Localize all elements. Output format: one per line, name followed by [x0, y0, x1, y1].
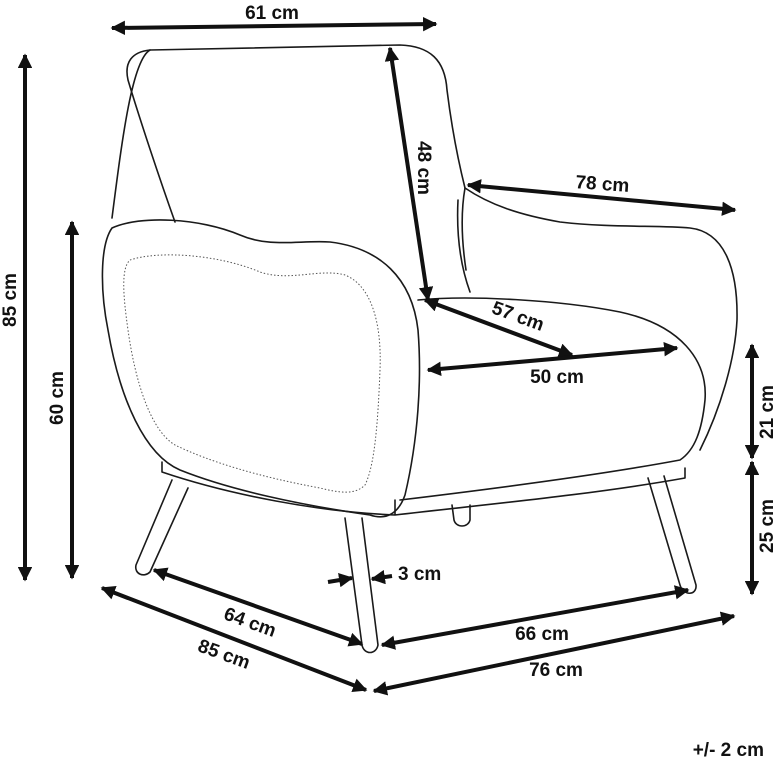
seat-height-label: 25 cm — [757, 499, 778, 553]
width-total-arrow — [372, 611, 736, 696]
backrest-side — [111, 49, 151, 219]
armchair-drawing — [101, 44, 738, 654]
right-arm-inner — [456, 199, 471, 293]
left-arm-outline — [101, 219, 421, 518]
seat-width-arrow — [426, 341, 679, 377]
depth-total-arrow — [100, 585, 368, 693]
depth-top-label: 78 cm — [575, 172, 630, 197]
leg-width-label: 3 cm — [398, 564, 441, 585]
height-arm-label: 60 cm — [47, 371, 68, 425]
dimension-labels: 61 cm 85 cm 60 cm 48 cm 78 cm 57 cm 50 c… — [0, 3, 778, 761]
left-arm-inner-panel — [123, 254, 381, 493]
leg-front-left — [134, 479, 189, 576]
back-height-label: 48 cm — [413, 141, 434, 195]
tolerance-note: +/- 2 cm — [693, 740, 764, 761]
leg-width-arrow-left — [327, 573, 354, 588]
base-frame — [161, 461, 686, 516]
depth-top-arrow — [466, 179, 737, 216]
dimension-lines — [17, 16, 760, 696]
leg-width-arrow-right — [370, 569, 393, 585]
width-top-label: 61 cm — [245, 3, 299, 24]
leg-back-left — [451, 504, 471, 527]
width-total-label: 76 cm — [529, 660, 583, 681]
back-height-arrow — [384, 46, 434, 302]
leg-back-right — [647, 475, 697, 595]
height-total-label: 85 cm — [0, 273, 21, 327]
leg-span-front-label: 66 cm — [515, 624, 569, 645]
seat-thickness-label: 21 cm — [757, 385, 778, 439]
seat-depth-label: 57 cm — [489, 298, 547, 336]
width-top-arrow — [110, 16, 438, 36]
seat-cushion-outline — [399, 297, 706, 501]
leg-front-right — [344, 517, 379, 654]
seat-width-label: 50 cm — [530, 367, 584, 388]
